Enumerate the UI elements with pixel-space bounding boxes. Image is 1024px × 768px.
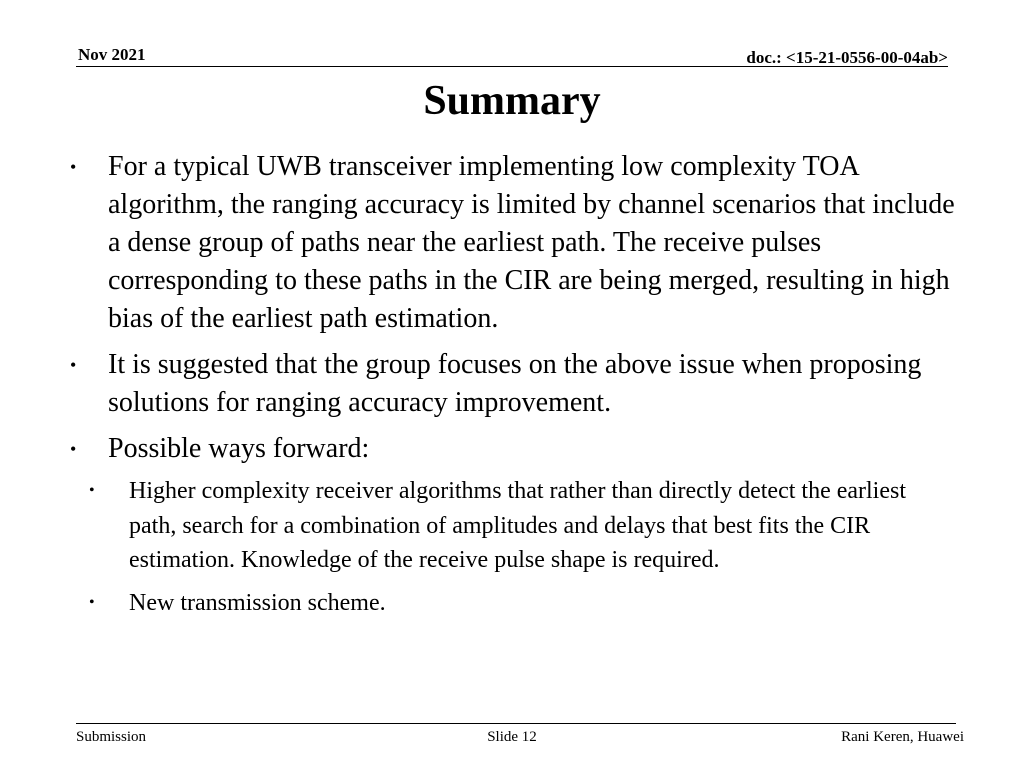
subbullet-item: • Higher complexity receiver algorithms … <box>70 474 970 578</box>
bullet-item: • Possible ways forward: <box>70 430 970 468</box>
subbullet-text: Higher complexity receiver algorithms th… <box>129 478 907 573</box>
bullet-text: Possible ways forward: <box>108 433 370 464</box>
slide-title: Summary <box>423 78 601 124</box>
footer-author: Rani Keren, Huawei <box>841 729 964 745</box>
bullet-marker: • <box>70 157 77 177</box>
footer-slide-number: Slide 12 <box>487 729 537 745</box>
footer-submission: Submission <box>76 729 147 745</box>
bullet-text: It is suggested that the group focuses o… <box>108 349 922 418</box>
header-divider <box>76 66 948 67</box>
bullet-item: • For a typical UWB transceiver implemen… <box>70 148 970 338</box>
bullet-text: For a typical UWB transceiver implementi… <box>108 151 955 334</box>
slide-body: • For a typical UWB transceiver implemen… <box>70 148 970 628</box>
subbullet-marker: • <box>89 482 95 499</box>
footer-divider <box>76 723 956 724</box>
bullet-marker: • <box>70 355 77 375</box>
header-doc-id: doc.: <15-21-0556-00-04ab> <box>746 48 948 67</box>
subbullet-item: • New transmission scheme. <box>70 586 970 621</box>
bullet-item: • It is suggested that the group focuses… <box>70 346 970 422</box>
subbullet-marker: • <box>89 593 95 611</box>
subbullet-text: New transmission scheme. <box>129 589 386 616</box>
bullet-marker: • <box>70 439 77 459</box>
header-date: Nov 2021 <box>78 45 146 64</box>
